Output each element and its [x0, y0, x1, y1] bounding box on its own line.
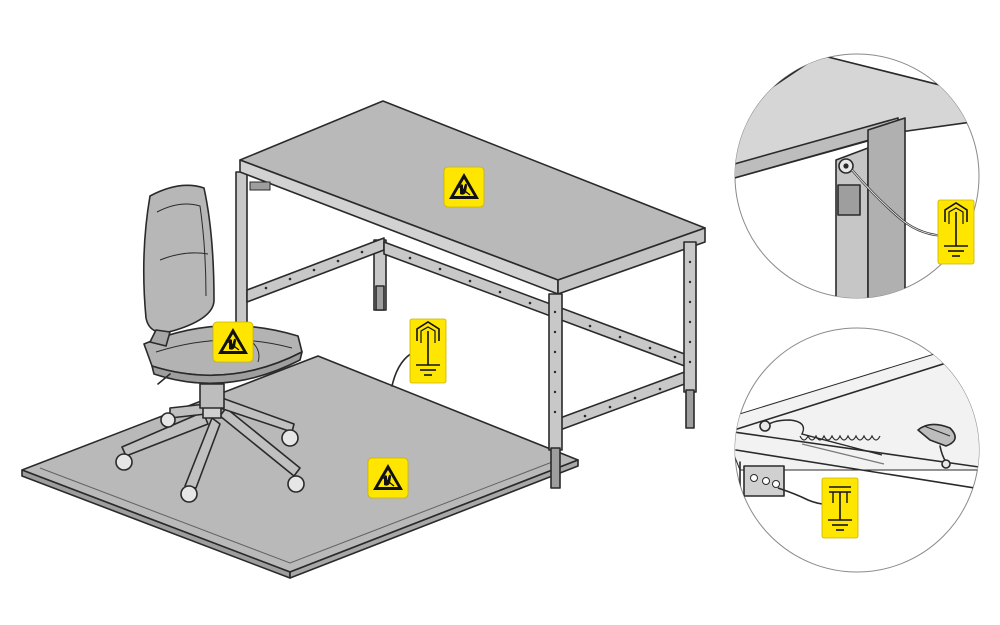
esd-chair: [115, 184, 305, 503]
ground-label-detail-bottom-icon: [821, 477, 859, 539]
ground-label-floor-icon: [409, 318, 447, 384]
esd-label-chair-icon: [212, 321, 254, 363]
detail-table-ground-connection: [734, 53, 980, 299]
esd-label-table-icon: [443, 166, 485, 208]
ground-label-detail-top-icon: [937, 199, 975, 265]
table-ground-jack: [249, 181, 271, 191]
chair-casters: [115, 412, 305, 503]
esd-floor-mat: [21, 355, 579, 579]
detail-wrist-strap-connection: [734, 327, 980, 573]
rail-holes: [264, 250, 677, 418]
esd-label-floor-mat-icon: [367, 457, 409, 499]
